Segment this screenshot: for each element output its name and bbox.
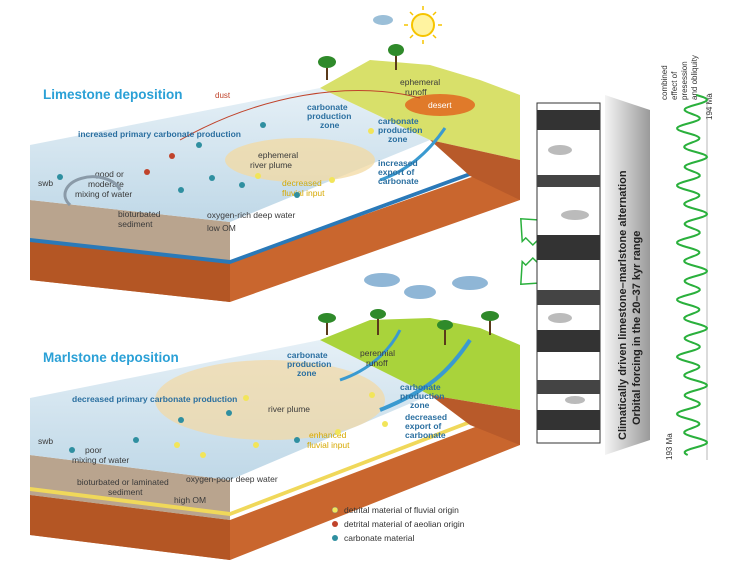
bottom-river-plume <box>155 360 385 440</box>
bottom-river-plume-label: river plume <box>268 404 310 414</box>
decreased-production-label: decreased primary carbonate production <box>72 394 237 404</box>
desert-label: desert <box>428 100 452 110</box>
top-mixing-arrow <box>63 175 122 207</box>
bottom-om-label: high OM <box>174 495 206 505</box>
top-river-plume <box>225 138 375 182</box>
top-river <box>379 127 447 182</box>
bottom-title: Marlstone deposition <box>43 350 179 365</box>
top-land-shade <box>430 140 520 200</box>
legend-swatch-aeolian <box>332 521 338 527</box>
bottom-sediment-front <box>30 455 230 520</box>
legend-swatch-fluvial <box>331 506 339 514</box>
limestone-block: desert <box>30 60 520 302</box>
orbital-curve <box>675 94 709 456</box>
vertical-text-1: Climatically driven limestone–marlstone … <box>617 170 629 440</box>
curve-label: combinedeffect ofpresessionand obliquity <box>660 55 699 100</box>
legend: detrital material of fluvial origin detr… <box>331 505 465 543</box>
increased-production-label: increased primary carbonate production <box>78 129 241 139</box>
top-base-front <box>30 240 230 302</box>
rock-column <box>536 102 601 444</box>
top-particles <box>57 122 374 198</box>
bottom-deep-water-label: oxygen-poor deep water <box>186 474 278 484</box>
top-title: Limestone deposition <box>43 87 183 102</box>
tree-icon <box>318 44 404 80</box>
dust-arrow <box>179 90 421 141</box>
legend-label-carbonate: carbonate material <box>344 533 415 543</box>
bottom-land-shade <box>430 395 520 445</box>
bottom-river-2 <box>339 329 402 382</box>
cloud-icon <box>373 15 393 25</box>
rain-cloud-icon <box>364 273 488 299</box>
legend-label-fluvial: detrital material of fluvial origin <box>344 505 459 515</box>
vertical-text-2: Orbital forcing in the 20–37 kyr range <box>631 231 643 425</box>
legend-swatch-carbonate <box>332 535 338 541</box>
top-om-label: low OM <box>207 223 236 233</box>
dust-label: dust <box>215 91 231 100</box>
age-bottom-label: 193 Ma <box>665 433 674 460</box>
bottom-river <box>379 338 472 412</box>
top-sediment-front <box>30 200 230 262</box>
sun-icon <box>404 6 442 44</box>
palm-tree-icon <box>318 309 499 345</box>
forcing-arrow <box>605 95 650 455</box>
age-top-label: 194 Ma <box>705 93 714 120</box>
desert-area <box>405 94 475 116</box>
bottom-swb-label: swb <box>38 436 53 446</box>
top-deep-water-label: oxygen-rich deep water <box>207 210 296 220</box>
marlstone-block <box>30 318 520 560</box>
legend-label-aeolian: detrital material of aeolian origin <box>344 519 465 529</box>
top-swb-label: swb <box>38 178 53 188</box>
bottom-particles <box>69 392 388 458</box>
bottom-base-front <box>30 495 230 560</box>
